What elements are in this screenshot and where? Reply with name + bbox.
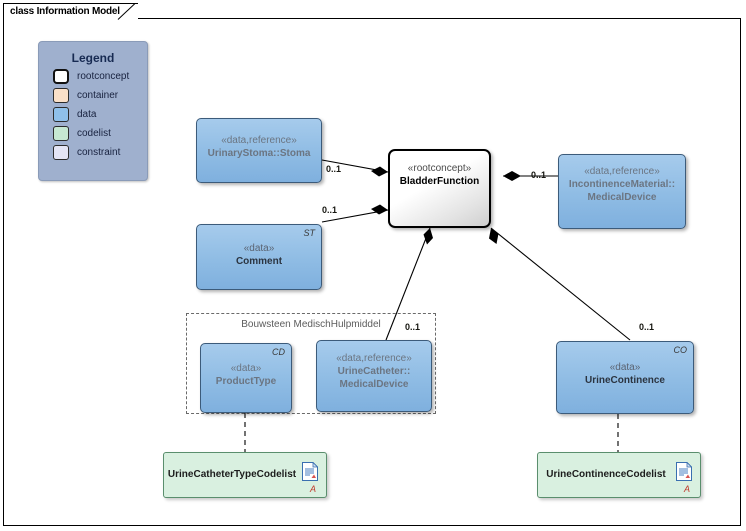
node-stereotype: «data,reference»	[221, 135, 297, 146]
multiplicity-urinecatheter: 0..1	[405, 322, 421, 332]
legend-swatch-codelist	[53, 126, 69, 141]
codelist-name: UrineContinenceCodelist	[546, 469, 666, 480]
node-urinarystoma-stoma[interactable]: «data,reference» UrinaryStoma::Stoma	[196, 118, 322, 183]
node-name-line1: IncontinenceMaterial::	[568, 179, 676, 190]
diagram-frame-tab: class Information Model	[3, 3, 138, 19]
frame-tab-corner-icon	[117, 3, 136, 20]
node-tag: ST	[303, 228, 315, 238]
legend-title: Legend	[71, 51, 115, 65]
edge-bladderfunction-urinecontinence	[489, 227, 631, 341]
legend-swatch-container	[53, 88, 69, 103]
node-urinecontinencecodelist[interactable]: UrineContinenceCodelist A	[537, 452, 701, 498]
node-producttype[interactable]: CD «data» ProductType	[200, 343, 292, 413]
edge-bladderfunction-incontinence	[503, 171, 558, 181]
node-name: UrinaryStoma::Stoma	[207, 148, 311, 159]
node-name: BladderFunction	[399, 176, 480, 187]
legend-label-constraint: constraint	[77, 147, 121, 158]
legend-panel: Legend rootconcept container data codeli…	[38, 41, 148, 181]
codelist-marker: A	[683, 484, 690, 494]
node-tag: CO	[673, 345, 688, 355]
node-stereotype: «data,reference»	[336, 353, 412, 364]
legend-item-codelist: codelist	[53, 126, 147, 141]
node-name-line2: MedicalDevice	[587, 192, 657, 203]
edge-bladderfunction-urinecatheter	[385, 227, 433, 341]
node-urinecontinence[interactable]: CO «data» UrineContinence	[556, 341, 694, 414]
codelist-marker: A	[309, 484, 316, 494]
multiplicity-comment: 0..1	[322, 205, 338, 215]
node-tag: CD	[272, 347, 285, 357]
legend-item-rootconcept: rootconcept	[53, 69, 147, 84]
node-name: UrineContinence	[584, 375, 665, 386]
legend-item-constraint: constraint	[53, 145, 147, 160]
legend-swatch-rootconcept	[53, 69, 69, 84]
document-icon	[676, 462, 692, 481]
legend-swatch-constraint	[53, 145, 69, 160]
node-name-line2: MedicalDevice	[339, 379, 409, 390]
legend-label-container: container	[77, 90, 119, 101]
edge-stoma-bladderfunction	[321, 159, 389, 177]
edge-comment-bladderfunction	[321, 204, 389, 223]
document-icon	[302, 462, 318, 481]
node-name: Comment	[235, 256, 283, 267]
node-stereotype: «data»	[230, 363, 262, 374]
multiplicity-stoma: 0..1	[326, 164, 342, 174]
legend-item-container: container	[53, 88, 147, 103]
package-label: Bouwsteen MedischHulpmiddel	[241, 319, 381, 330]
node-name: ProductType	[215, 376, 277, 387]
node-name-line1: UrineCatheter::	[337, 366, 411, 377]
node-stereotype: «data,reference»	[584, 166, 660, 177]
legend-label-codelist: codelist	[77, 128, 111, 139]
multiplicity-incontinence: 0..1	[531, 170, 547, 180]
node-comment[interactable]: ST «data» Comment	[196, 224, 322, 290]
multiplicity-urinecontinence: 0..1	[639, 322, 655, 332]
node-incontinencematerial-medicaldevice[interactable]: «data,reference» IncontinenceMaterial:: …	[558, 154, 686, 229]
legend-label-rootconcept: rootconcept	[77, 71, 130, 82]
package-bouwsteen-medischhulpmiddel: Bouwsteen MedischHulpmiddel	[186, 313, 436, 414]
legend-swatch-data	[53, 107, 69, 122]
node-stereotype: «data»	[609, 362, 641, 373]
codelist-name: UrineCatheterTypeCodelist	[167, 469, 297, 480]
node-urinecatheter-medicaldevice[interactable]: «data,reference» UrineCatheter:: Medical…	[316, 340, 432, 412]
legend-item-data: data	[53, 107, 147, 122]
node-stereotype: «rootconcept»	[407, 163, 472, 174]
diagram-title: class Information Model	[10, 5, 120, 17]
node-bladderfunction[interactable]: «rootconcept» BladderFunction	[388, 149, 491, 228]
node-urinecathetertypecodelist[interactable]: UrineCatheterTypeCodelist A	[163, 452, 327, 498]
node-stereotype: «data»	[243, 243, 275, 254]
legend-label-data: data	[77, 109, 97, 120]
